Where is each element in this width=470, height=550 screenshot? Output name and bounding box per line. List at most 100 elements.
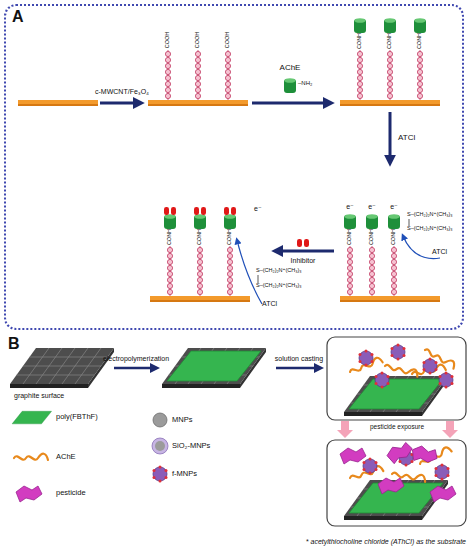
cnt-chain (165, 50, 170, 100)
product-label: S–(CH₂)₂N⁺(CH₃)₃ (256, 283, 302, 289)
pesticide-symbol (340, 448, 366, 464)
pesticide-symbol (430, 486, 456, 502)
stage-box (327, 337, 466, 420)
linkage-label: CONH (387, 33, 393, 49)
exposure-arrow (337, 421, 353, 438)
product-label: S–(CH₂)₂N⁺(CH₃)₃ (407, 212, 453, 218)
stage-box (327, 440, 466, 526)
chains (165, 50, 422, 296)
step-arrow (100, 102, 140, 105)
enzyme-symbol (384, 18, 396, 33)
legend-samples (12, 411, 168, 502)
mnp-sample (153, 413, 167, 427)
group-label: –NH₂ (298, 80, 312, 86)
cnt-chain (357, 50, 362, 100)
electrode-bar (18, 100, 98, 106)
chain-group-label: COOH (195, 32, 201, 49)
polymer-film (349, 379, 443, 409)
legend-label: AChE (56, 453, 76, 461)
linkage-label: CONH (197, 229, 203, 245)
electron-label: e⁻ (254, 205, 262, 212)
footnote: * acetylthiocholine chloride (AThCl) as … (306, 538, 466, 545)
enzyme-symbol (344, 214, 356, 229)
bond-line (409, 219, 410, 226)
strand-sample (14, 454, 48, 460)
linkage-label: CONH (417, 33, 423, 49)
electrode-bar (340, 296, 440, 302)
graphite-plate (10, 348, 114, 388)
electrodes (18, 100, 440, 302)
legend-label: SiO₂-MNPs (172, 442, 210, 450)
graphite-plate (344, 376, 448, 416)
cnt-chain (387, 50, 392, 100)
chain-group-label: COOH (225, 32, 231, 49)
enzyme-label: AChE (280, 64, 301, 72)
silica-shell-sample (152, 438, 168, 454)
enzyme-symbol (284, 78, 296, 93)
legend-label: MNPs (172, 416, 192, 424)
inhibitor-symbol (224, 207, 236, 215)
electrode-bar (148, 100, 248, 106)
cnt-chain (347, 246, 352, 296)
linkage-label: CONH (391, 229, 397, 245)
enzyme-symbol (354, 18, 366, 33)
enzyme-symbol (164, 214, 176, 229)
electron-label: e⁻ (368, 203, 376, 210)
fmnp-sample (153, 466, 168, 483)
linkage-label: CONH (369, 229, 375, 245)
product-label: S–(CH₂)₂N⁺(CH₃)₃ (407, 226, 453, 232)
step-arrow (114, 367, 156, 370)
linkage-label: CONH (167, 229, 173, 245)
linkage-label: CONH (227, 229, 233, 245)
pesticide-symbol (378, 478, 404, 494)
cnt-chain (391, 246, 396, 296)
panel-letter: A (12, 9, 24, 25)
step-arrow (252, 102, 330, 105)
nanoparticle (363, 458, 378, 475)
inhibitor-label: Inhibitor (291, 257, 316, 264)
panel-b-art (10, 337, 466, 526)
inhibitor-symbol (297, 239, 309, 247)
step-arrow (276, 367, 320, 370)
cnt-chain (195, 50, 200, 100)
chain-group-label: COOH (165, 32, 171, 49)
enzyme-symbol (224, 214, 236, 229)
cnt-chain (167, 246, 172, 296)
nanoparticle (435, 464, 450, 481)
step-arrow (276, 250, 334, 253)
linkage-label: CONH (357, 33, 363, 49)
cnt-chain (225, 50, 230, 100)
step-label: electropolymerization (103, 355, 169, 362)
step-label: solution casting (275, 355, 323, 362)
nanoparticle (375, 372, 390, 389)
enzyme-symbol (366, 214, 378, 229)
polymer-film (167, 351, 261, 381)
enzyme-symbol (388, 214, 400, 229)
cnt-chain (197, 246, 202, 296)
exposure-arrow (442, 421, 458, 438)
electrode-shade (18, 104, 98, 106)
mnp-core-sample (155, 441, 165, 451)
inhibitor-symbol (194, 207, 206, 215)
product-label: S–(CH₂)₂N⁺(CH₃)₃ (256, 268, 302, 274)
graphite-plate (162, 348, 266, 388)
electrode-bar (150, 296, 250, 302)
substrate-label: ATCl (262, 300, 277, 307)
cnt-chain (417, 50, 422, 100)
legend-label: f-MNPs (172, 470, 197, 478)
nanoparticle (359, 350, 374, 367)
nanoparticle (423, 358, 438, 375)
linkage-label: CONH (347, 229, 353, 245)
electrode-shade (148, 104, 248, 106)
enzyme-symbol (194, 214, 206, 229)
cnt-chain (369, 246, 374, 296)
electrode-shade (340, 104, 440, 106)
electrode-bar (340, 100, 440, 106)
nanoparticle (391, 344, 406, 361)
substrate-label: ATCl (398, 134, 415, 142)
electrode-shade (150, 300, 250, 302)
step-arrows (100, 103, 440, 304)
electron-label: e⁻ (346, 203, 354, 210)
legend-label: poly(FBThF) (56, 413, 98, 421)
enzyme-strand (384, 362, 418, 377)
